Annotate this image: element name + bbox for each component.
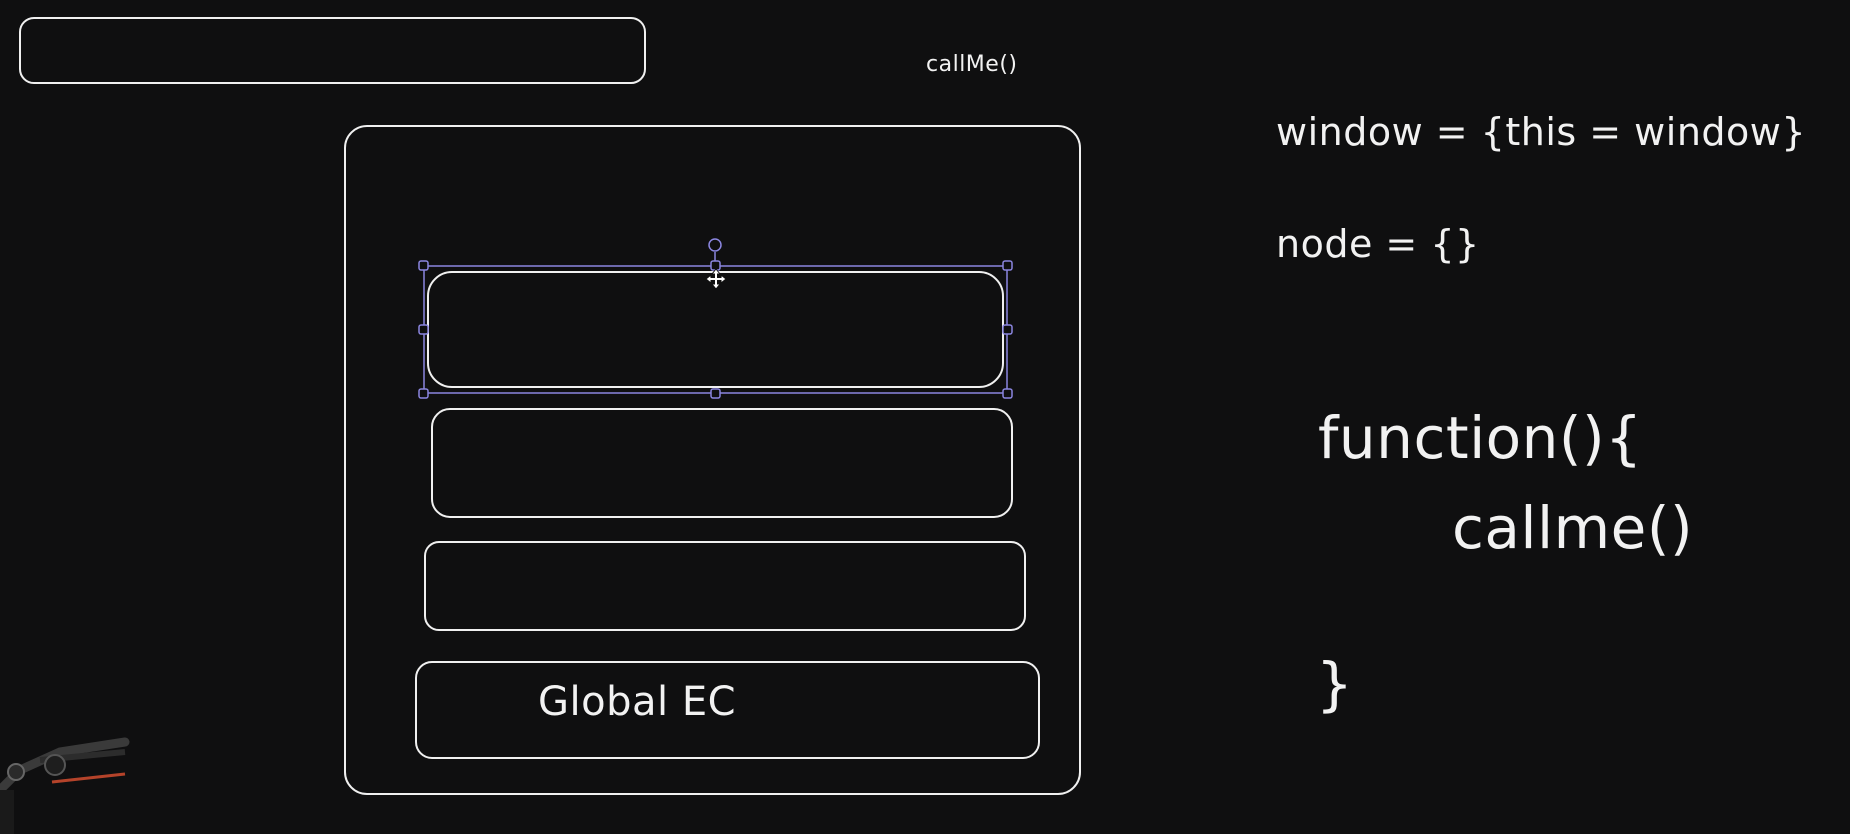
resize-handle-w[interactable] — [418, 324, 429, 335]
window-object-note[interactable]: window = {this = window} — [1276, 110, 1807, 154]
stack-frame-2[interactable] — [431, 408, 1013, 518]
callme-note[interactable]: callMe() — [926, 52, 1018, 77]
function-close-text[interactable]: } — [1316, 650, 1354, 718]
resize-handle-e[interactable] — [1002, 324, 1013, 335]
resize-handle-ne[interactable] — [1002, 260, 1013, 271]
move-cursor-icon — [705, 268, 727, 290]
top-left-box[interactable] — [19, 17, 646, 84]
resize-handle-sw[interactable] — [418, 388, 429, 399]
resize-handle-s[interactable] — [710, 388, 721, 399]
global-ec-frame[interactable] — [415, 661, 1040, 759]
selection-box[interactable] — [418, 238, 1013, 399]
global-ec-label[interactable]: Global EC — [538, 679, 737, 725]
resize-handle-se[interactable] — [1002, 388, 1013, 399]
function-body-text[interactable]: callme() — [1452, 494, 1694, 562]
microphone-arm-icon — [0, 735, 130, 834]
stack-frame-top[interactable] — [427, 271, 1004, 388]
call-stack-container[interactable] — [344, 125, 1081, 795]
rotate-handle-icon[interactable] — [708, 238, 722, 252]
resize-handle-n[interactable] — [710, 260, 721, 271]
function-open-text[interactable]: function(){ — [1318, 404, 1643, 472]
node-object-note[interactable]: node = {} — [1276, 222, 1480, 266]
stack-frame-3[interactable] — [424, 541, 1026, 631]
resize-handle-nw[interactable] — [418, 260, 429, 271]
